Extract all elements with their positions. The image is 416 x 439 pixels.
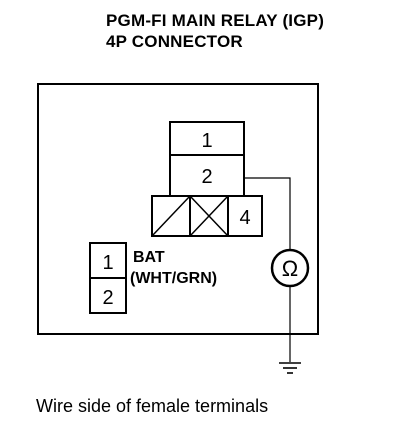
- title-line-1: PGM-FI MAIN RELAY (IGP): [106, 11, 325, 30]
- pin-label-1: 1: [102, 252, 113, 274]
- blank-cavity: [151, 195, 191, 237]
- caption: Wire side of female terminals: [36, 396, 269, 416]
- pin-cell-2: [89, 277, 127, 314]
- pin-label-4: 4: [239, 207, 250, 229]
- connector-4p: 1 2 4: [151, 121, 263, 237]
- ohmmeter-icon: Ω: [270, 248, 310, 288]
- ground-icon: [279, 362, 301, 374]
- blank-cavity: [189, 195, 229, 237]
- connector-2p: 1 2 BAT (WHT/GRN): [89, 242, 217, 314]
- title-line-2: 4P CONNECTOR: [106, 32, 243, 51]
- pin-label-1: 1: [201, 130, 212, 152]
- test-lead: [244, 177, 291, 250]
- diagram-title: PGM-FI MAIN RELAY (IGP) 4P CONNECTOR: [106, 10, 324, 52]
- ohm-symbol: Ω: [282, 256, 298, 281]
- pin-label-2: 2: [201, 166, 212, 188]
- housing-outline: [37, 83, 319, 335]
- wire-label-color: (WHT/GRN): [130, 270, 217, 287]
- wire-label-bat: BAT: [133, 249, 165, 266]
- bottom-row: [151, 195, 263, 237]
- pin-label-2: 2: [102, 287, 113, 309]
